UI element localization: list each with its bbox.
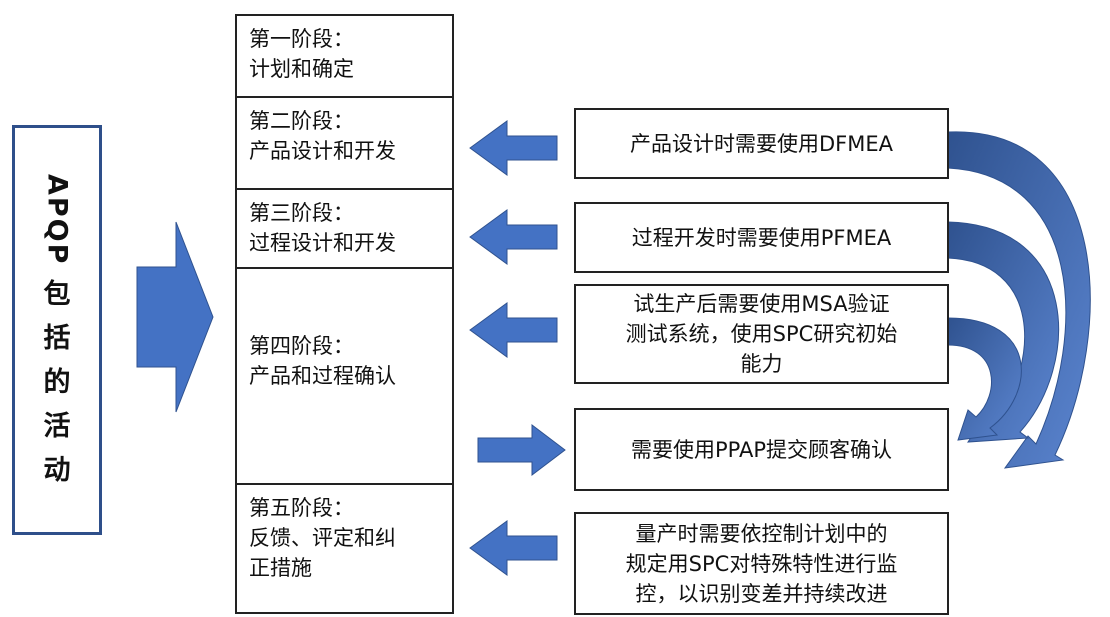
stage-1-name: 计划和确定	[249, 57, 354, 81]
title-char: 包	[43, 278, 71, 310]
curve-arrow-pfmea	[947, 221, 1060, 443]
curve-arrow-msa	[947, 317, 1022, 441]
tool-msa-line-1: 试生产后需要使用MSA验证	[633, 292, 890, 316]
tool-msa-line-3: 能力	[740, 352, 783, 376]
curve-arrow-dfmea	[947, 131, 1091, 469]
stage-2-heading: 第二阶段：	[249, 109, 354, 133]
tool-dfmea-box: 产品设计时需要使用DFMEA	[574, 108, 949, 179]
stage-3-heading: 第三阶段：	[249, 201, 354, 225]
main-right-arrow	[136, 221, 214, 413]
arrow-left-msa	[469, 302, 558, 358]
tool-control-plan-box: 量产时需要依控制计划中的 规定用SPC对特殊特性进行监 控，以识别变差并持续改进	[574, 512, 949, 615]
arrow-left-dfmea	[469, 120, 558, 176]
stage-4-name: 产品和过程确认	[249, 364, 396, 388]
title-char: 的	[43, 366, 71, 398]
stage-3-box: 第三阶段： 过程设计和开发	[235, 188, 454, 269]
tool-control-line-1: 量产时需要依控制计划中的	[635, 521, 888, 546]
stage-2-name: 产品设计和开发	[249, 139, 396, 163]
tool-control-line-2: 规定用SPC对特殊特性进行监	[625, 551, 898, 576]
title-char: 活	[43, 410, 71, 442]
stage-1-box: 第一阶段： 计划和确定	[235, 14, 454, 98]
title-char: 括	[43, 322, 71, 354]
tool-dfmea-text: 产品设计时需要使用DFMEA	[629, 131, 893, 156]
stage-2-box: 第二阶段： 产品设计和开发	[235, 96, 454, 190]
apqp-title-latin: APQP	[41, 174, 73, 266]
title-char: 动	[43, 454, 71, 486]
arrow-left-pfmea	[469, 209, 558, 265]
arrow-right-ppap	[477, 423, 566, 477]
stage-5-name-line-2: 正措施	[249, 556, 312, 580]
stage-3-name: 过程设计和开发	[249, 231, 396, 255]
tool-ppap-box: 需要使用PPAP提交顾客确认	[574, 408, 949, 491]
stage-4-heading: 第四阶段：	[249, 334, 354, 358]
apqp-title-box: APQP 包 括 的 活 动	[12, 125, 102, 535]
tool-msa-line-2: 测试系统，使用SPC研究初始	[625, 322, 898, 346]
tool-pfmea-box: 过程开发时需要使用PFMEA	[574, 202, 949, 273]
stage-1-heading: 第一阶段：	[249, 27, 354, 51]
tool-pfmea-text: 过程开发时需要使用PFMEA	[631, 225, 892, 250]
stage-5-heading: 第五阶段：	[249, 496, 354, 520]
stage-5-box: 第五阶段： 反馈、评定和纠 正措施	[235, 483, 454, 614]
stage-5-name-line-1: 反馈、评定和纠	[249, 526, 396, 550]
tool-control-line-3: 控，以识别变差并持续改进	[635, 581, 888, 606]
tool-ppap-text: 需要使用PPAP提交顾客确认	[630, 437, 892, 462]
arrow-left-feedback	[469, 520, 558, 576]
stage-4-box: 第四阶段： 产品和过程确认	[235, 267, 454, 485]
tool-msa-spc-box: 试生产后需要使用MSA验证 测试系统，使用SPC研究初始 能力	[574, 284, 949, 384]
